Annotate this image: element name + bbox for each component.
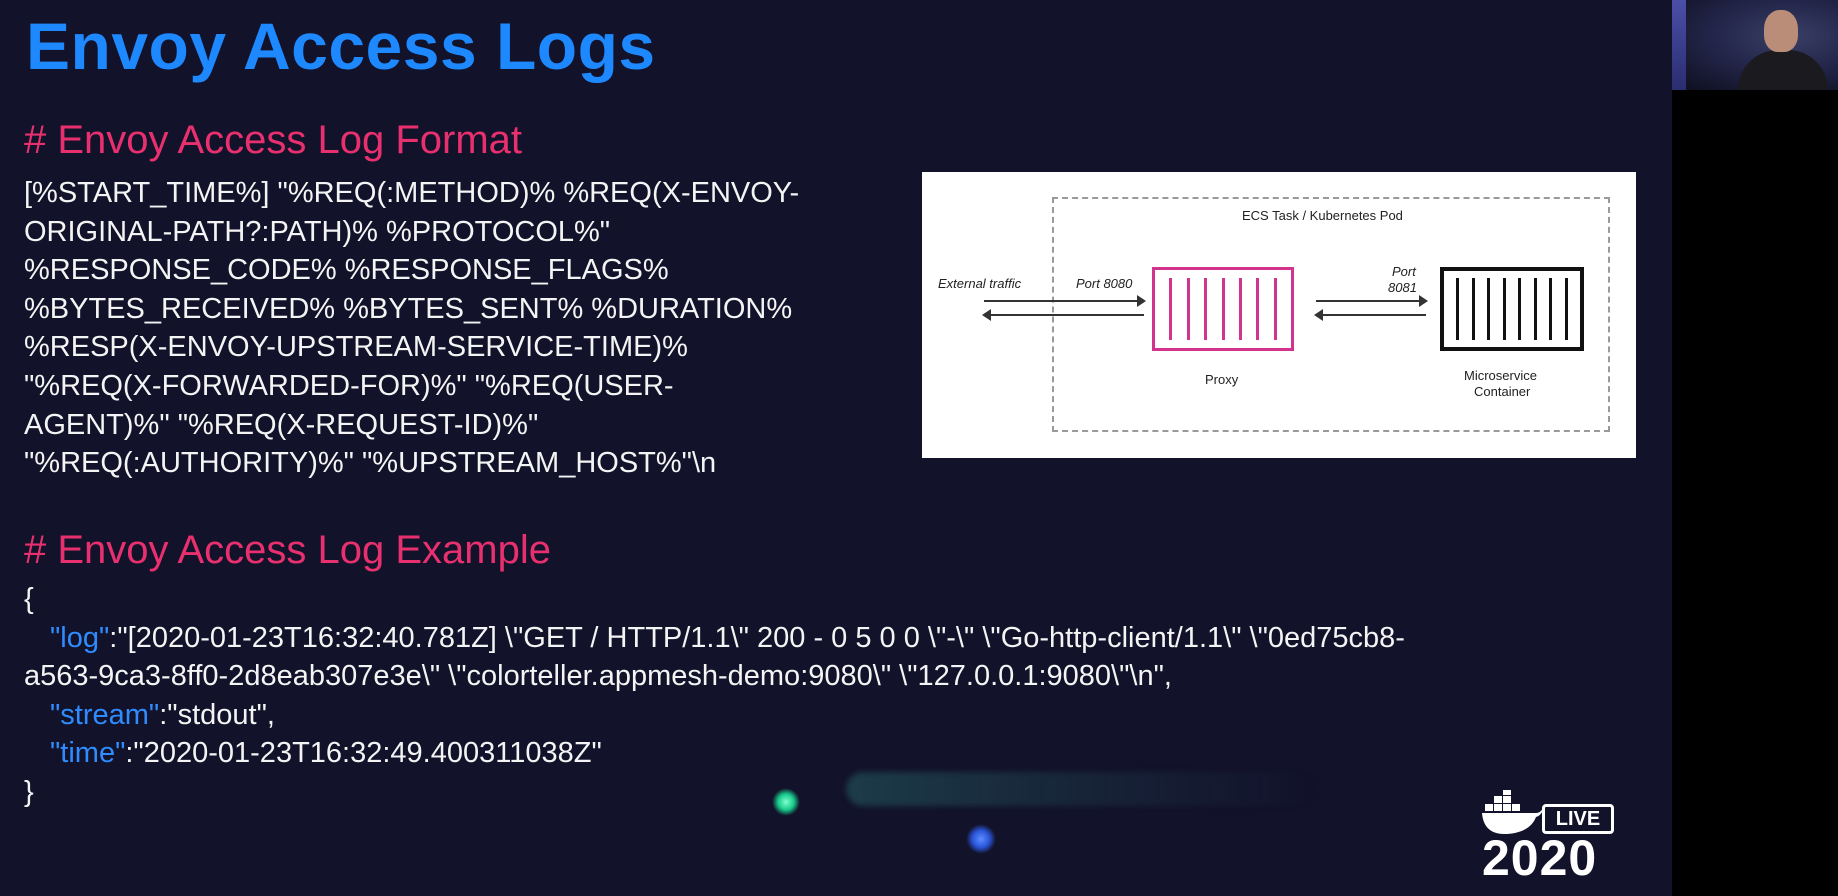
proxy-stripe (1238, 278, 1242, 340)
format-line: ORIGINAL-PATH?:PATH)% %PROTOCOL%" (24, 215, 611, 248)
port-8081-label-line2: 8081 (1388, 280, 1417, 295)
port-8081-label-line1: Port (1392, 264, 1416, 279)
service-stripe (1471, 278, 1475, 340)
whale-icon (1482, 790, 1543, 834)
decorative-blue-light (966, 824, 996, 854)
format-line: %RESPONSE_CODE% %RESPONSE_FLAGS% (24, 254, 669, 287)
decorative-glow-bar (846, 772, 1316, 806)
open-brace: { (24, 583, 34, 615)
background-light (1672, 0, 1686, 90)
presenter-body (1738, 50, 1828, 90)
format-line: "%REQ(:AUTHORITY)%" "%UPSTREAM_HOST%"\n (24, 447, 717, 480)
service-stripe (1564, 278, 1568, 340)
format-line: "%REQ(X-FORWARDED-FOR)%" "%REQ(USER- (24, 369, 674, 402)
log-format-block: [%START_TIME%] "%REQ(:METHOD)% %REQ(X-EN… (24, 174, 884, 483)
service-stripe (1533, 278, 1537, 340)
service-stripe (1487, 278, 1491, 340)
presenter-webcam (1672, 0, 1838, 90)
external-traffic-label: External traffic (938, 276, 1022, 291)
proxy-box (1152, 267, 1294, 351)
port-8080-label: Port 8080 (1076, 276, 1133, 291)
proxy-stripe (1221, 278, 1225, 340)
service-stripe (1518, 278, 1522, 340)
proxy-stripe (1256, 278, 1260, 340)
service-stripe (1456, 278, 1460, 340)
log-key: "log" (50, 621, 110, 654)
proxy-stripe (1169, 278, 1173, 340)
stream-entry: "stream":"stdout", (24, 696, 1624, 735)
presenter-head (1764, 10, 1798, 52)
stream-key: "stream" (50, 698, 160, 731)
log-value-continued: a563-9ca3-8ff0-2d8eab307e3e\" \"colortel… (24, 660, 1172, 693)
microservice-box (1440, 267, 1584, 351)
service-label-line2: Container (1474, 384, 1531, 399)
inbound-arrow (984, 295, 1146, 307)
live-badge: LIVE (1542, 804, 1614, 834)
time-value: :"2020-01-23T16:32:49.400311038Z" (125, 737, 602, 770)
proxy-label: Proxy (1205, 372, 1239, 387)
decorative-green-light (772, 788, 800, 816)
format-line: %RESP(X-ENVOY-UPSTREAM-SERVICE-TIME)% (24, 331, 688, 364)
outbound-arrow (982, 309, 1144, 321)
service-label-line1: Microservice (1464, 368, 1537, 383)
time-key: "time" (50, 737, 126, 770)
service-stripe (1502, 278, 1506, 340)
format-heading: # Envoy Access Log Format (24, 118, 523, 162)
pod-label: ECS Task / Kubernetes Pod (1242, 208, 1403, 223)
service-stripe (1549, 278, 1553, 340)
log-entry: "log":"[2020-01-23T16:32:40.781Z] \"GET … (24, 619, 1624, 658)
event-year: 2020 (1482, 830, 1598, 886)
format-line: [%START_TIME%] "%REQ(:METHOD)% %REQ(X-EN… (24, 177, 800, 209)
presentation-slide: Envoy Access Logs # Envoy Access Log For… (0, 0, 1672, 896)
time-entry: "time":"2020-01-23T16:32:49.400311038Z" (24, 734, 1624, 773)
stream-value: :"stdout", (159, 698, 275, 731)
proxy-stripe (1204, 278, 1208, 340)
proxy-stripe (1273, 278, 1277, 340)
log-example-block: { "log":"[2020-01-23T16:32:40.781Z] \"GE… (24, 580, 1624, 812)
example-heading: # Envoy Access Log Example (24, 528, 551, 572)
log-value: :"[2020-01-23T16:32:40.781Z] \"GET / HTT… (109, 621, 1405, 654)
proxy-stripe (1186, 278, 1190, 340)
close-brace: } (24, 775, 34, 808)
architecture-diagram: ECS Task / Kubernetes Pod External traff… (922, 172, 1636, 458)
service-to-proxy-arrow (1314, 309, 1426, 321)
format-line: %BYTES_RECEIVED% %BYTES_SENT% %DURATION% (24, 292, 793, 325)
event-logo: LIVE 2020 (1480, 790, 1634, 890)
slide-title: Envoy Access Logs (26, 9, 656, 83)
proxy-to-service-arrow (1316, 295, 1428, 307)
format-line: AGENT)%" "%REQ(X-REQUEST-ID)%" (24, 408, 539, 441)
webcam-sidebar (1672, 0, 1838, 896)
